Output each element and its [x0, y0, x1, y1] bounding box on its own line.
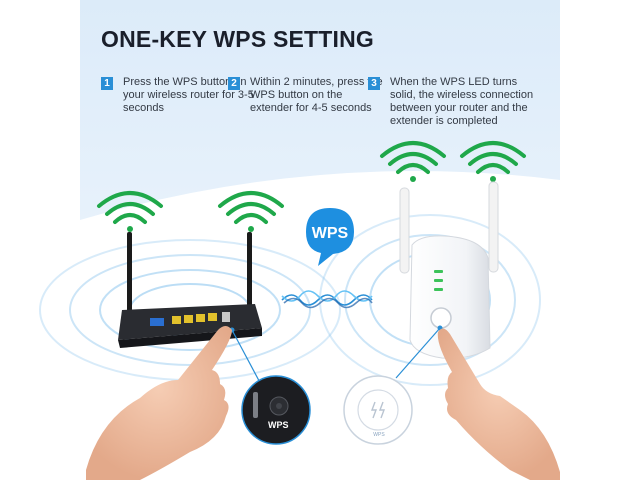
- extender-callout-line: [395, 327, 441, 379]
- wifi-icon: [460, 141, 526, 182]
- wifi-icon: [380, 141, 446, 182]
- step-text: Press the WPS button on your wireless ro…: [123, 76, 254, 114]
- step-number-badge: 3: [368, 77, 380, 90]
- router-wps-zoom: [241, 375, 311, 445]
- wps-bubble-shape: [306, 208, 354, 266]
- wps-bubble-label: WPS: [311, 225, 349, 242]
- wifi-icon: [218, 191, 284, 232]
- step-number-badge: 1: [101, 77, 113, 90]
- router-wps-button-label: WPS: [268, 420, 289, 430]
- page-title: ONE-KEY WPS SETTING: [101, 26, 375, 52]
- signal-wave: [281, 290, 373, 309]
- extender-wps-button-label: WPS: [373, 432, 385, 438]
- wifi-icon: [97, 191, 163, 232]
- extender-wps-zoom: [343, 375, 413, 445]
- step-number-badge: 2: [228, 77, 240, 90]
- right-hand-image: [437, 328, 560, 480]
- step-text: When the WPS LED turns solid, the wirele…: [390, 76, 534, 127]
- step-text: Within 2 minutes, press the WPS button o…: [250, 76, 383, 114]
- left-hand-image: [86, 326, 232, 480]
